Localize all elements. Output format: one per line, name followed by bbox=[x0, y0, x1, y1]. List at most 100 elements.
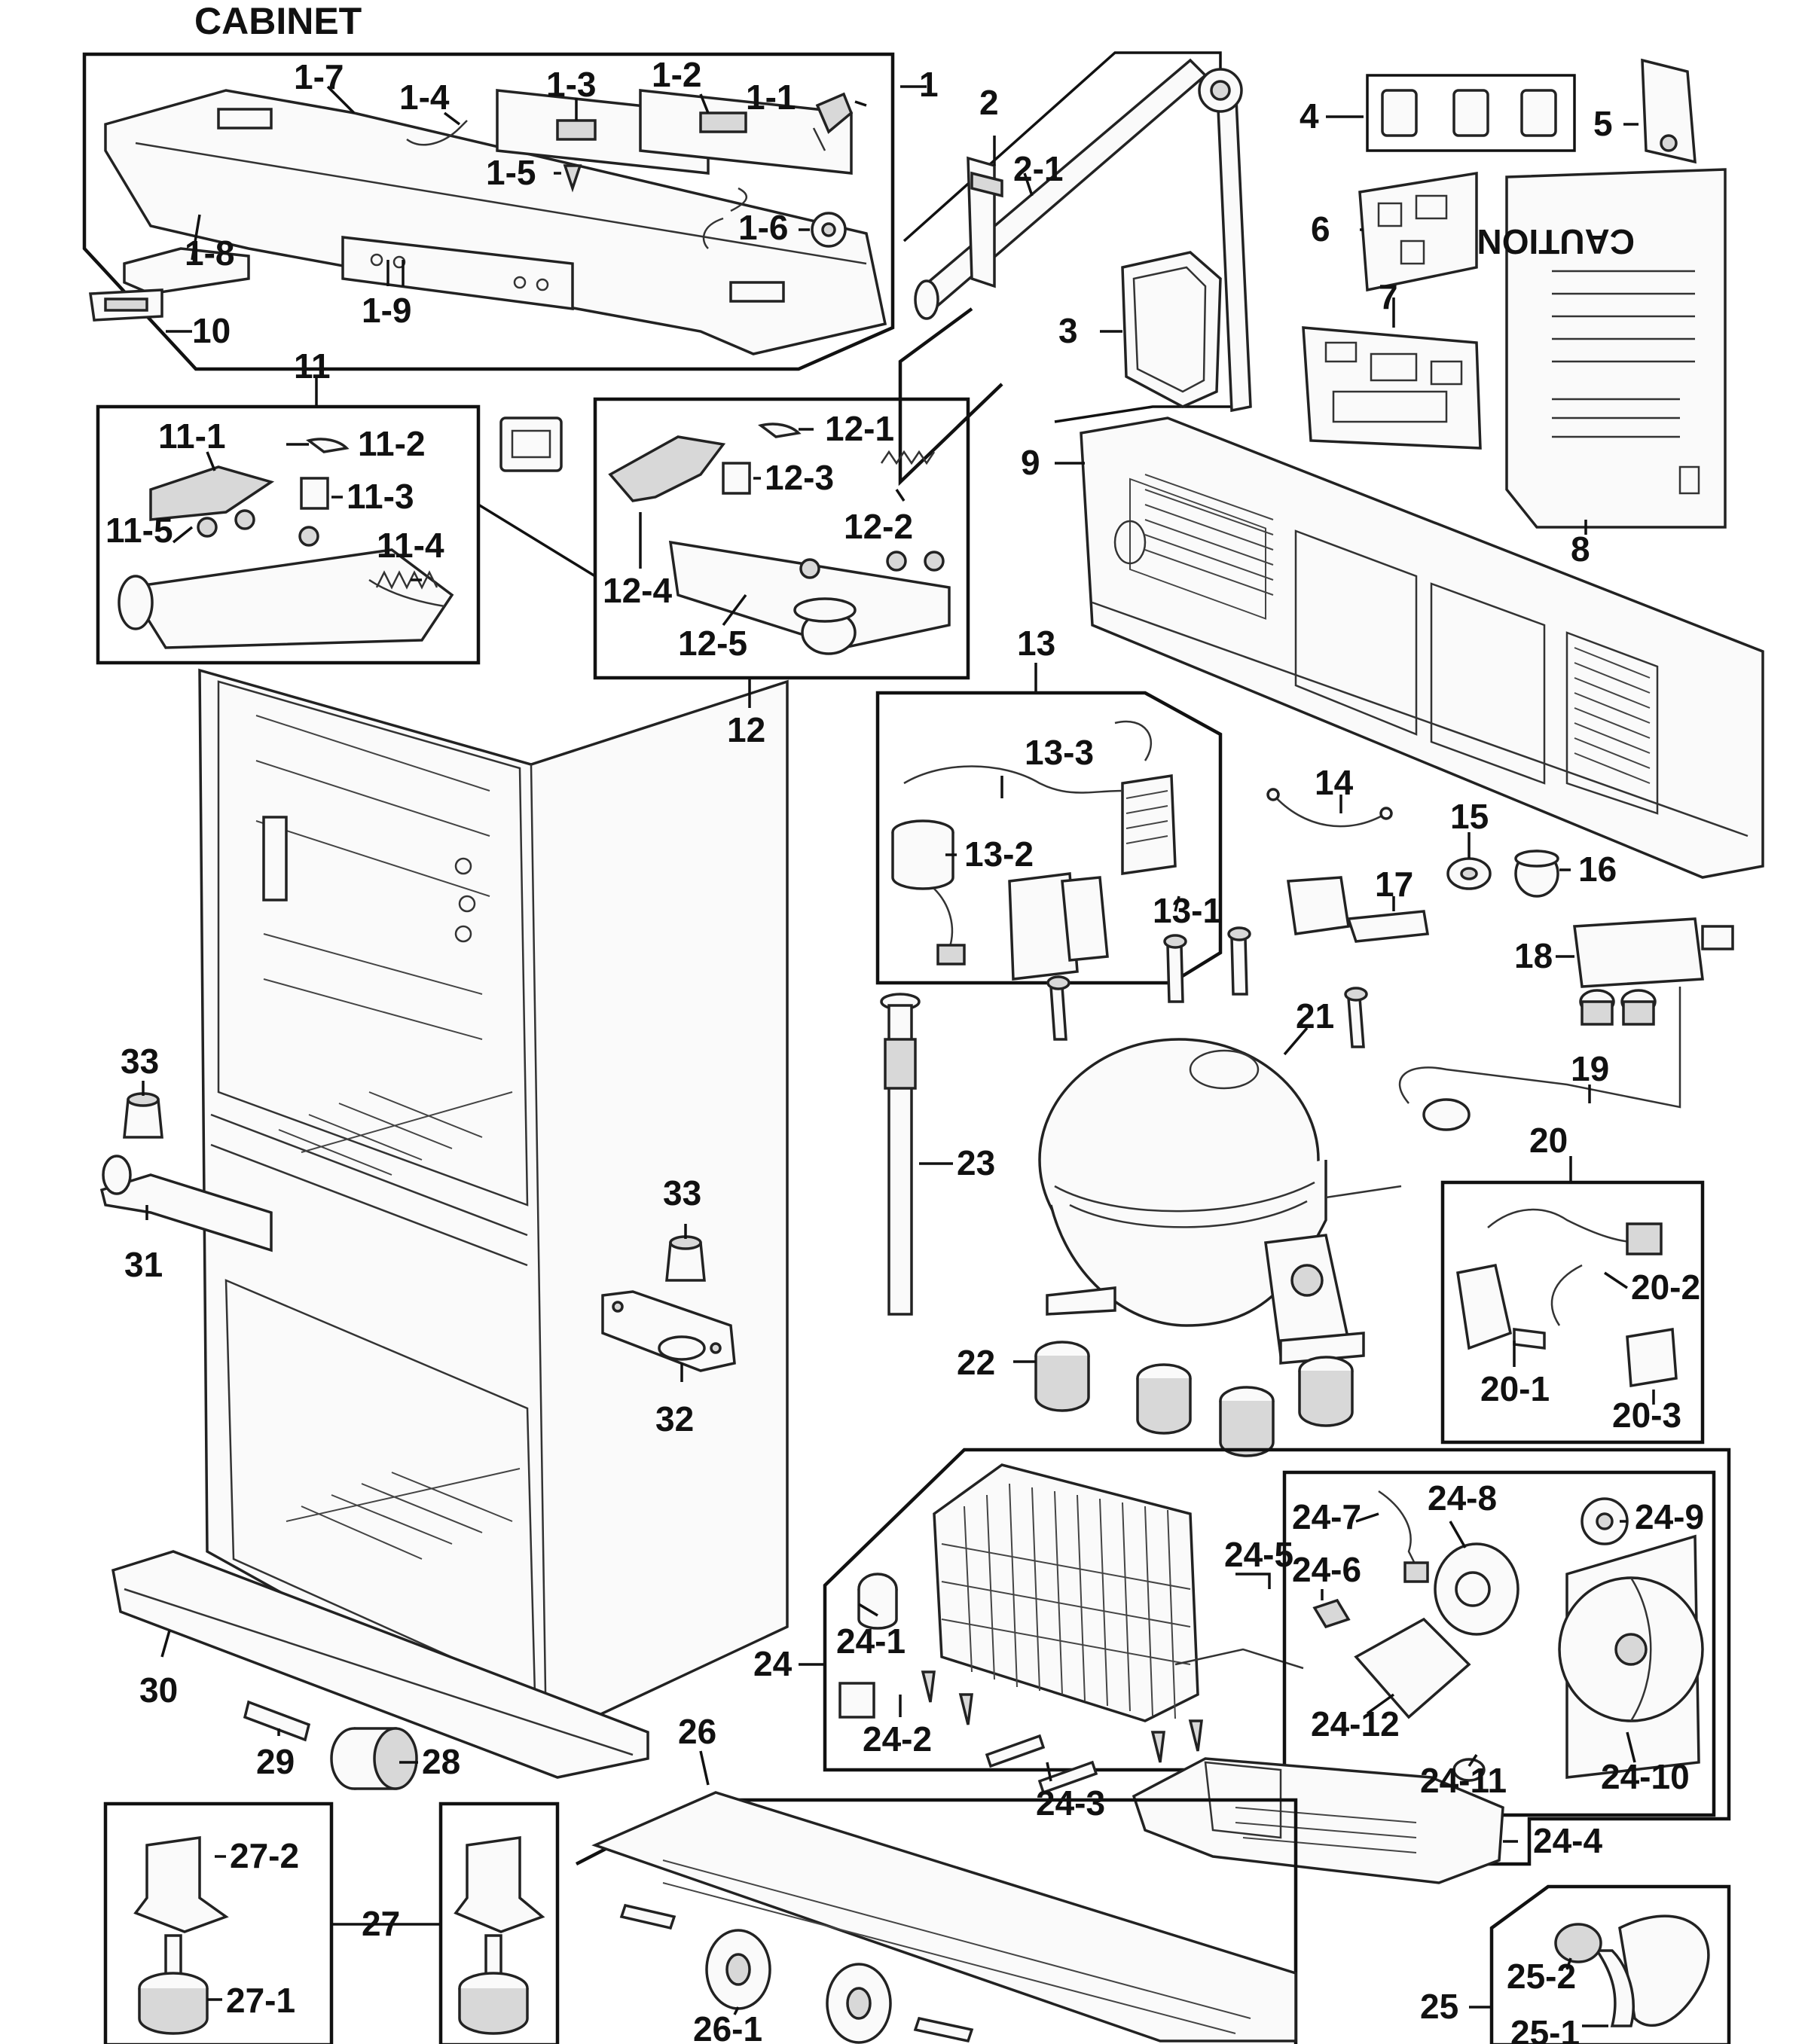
callout-31: 31 bbox=[124, 1245, 163, 1284]
callout-11-2: 11-2 bbox=[358, 424, 426, 463]
part-6-pcb bbox=[1358, 171, 1478, 292]
part-29-rod bbox=[243, 1700, 311, 1742]
callout-11-4: 11-4 bbox=[377, 526, 444, 565]
callout-11-5: 11-5 bbox=[105, 511, 173, 550]
callout-26: 26 bbox=[678, 1712, 716, 1751]
callout-24-7: 24-7 bbox=[1292, 1497, 1361, 1536]
part-24-4-tray bbox=[1132, 1757, 1504, 1884]
callout-25: 25 bbox=[1420, 1987, 1458, 2026]
group-20-box bbox=[1440, 1180, 1705, 1445]
part-30-base-rail bbox=[111, 1550, 649, 1779]
part-5-cover bbox=[1641, 58, 1697, 164]
callout-13-2: 13-2 bbox=[964, 834, 1034, 874]
callout-13: 13 bbox=[1017, 624, 1055, 663]
callout-20-1: 20-1 bbox=[1480, 1369, 1550, 1408]
part-3-frame bbox=[1121, 251, 1222, 408]
callout-29: 29 bbox=[256, 1742, 295, 1781]
leader-lines bbox=[142, 85, 1655, 2027]
part-28-roller bbox=[330, 1727, 418, 1790]
callout-24-9: 24-9 bbox=[1635, 1497, 1704, 1536]
callout-7: 7 bbox=[1379, 277, 1398, 316]
part-17-connector bbox=[1287, 876, 1430, 943]
part-7-pcb bbox=[1302, 326, 1482, 450]
part-10-badge bbox=[88, 288, 163, 322]
callout-labels: 1 1-1 1-2 1-3 1-4 1-5 1-6 1-7 1-8 1-9 2 … bbox=[105, 55, 1704, 2044]
callout-10: 10 bbox=[192, 311, 231, 350]
part-16-grommet bbox=[1514, 850, 1559, 898]
part-8-caution-panel: CAUTION bbox=[1477, 168, 1727, 529]
group-24-5-fan-box bbox=[1282, 1470, 1716, 1817]
callout-17: 17 bbox=[1375, 865, 1413, 904]
part-22-mounts bbox=[1034, 1341, 1354, 1457]
callout-1-6: 1-6 bbox=[738, 208, 788, 247]
callout-5: 5 bbox=[1593, 104, 1613, 143]
caution-text: CAUTION bbox=[1477, 222, 1635, 261]
group-1-top-frame bbox=[82, 52, 895, 371]
callout-27-2: 27-2 bbox=[230, 1836, 299, 1875]
callout-24-3: 24-3 bbox=[1036, 1783, 1105, 1823]
callout-12-2: 12-2 bbox=[844, 507, 913, 546]
callout-25-1: 25-1 bbox=[1510, 2013, 1580, 2044]
callout-32: 32 bbox=[655, 1399, 694, 1438]
callout-11: 11 bbox=[294, 346, 331, 386]
part-21-compressor bbox=[1038, 926, 1402, 1365]
callout-20-2: 20-2 bbox=[1631, 1268, 1700, 1307]
part-23-pipe bbox=[880, 993, 921, 1316]
callout-16: 16 bbox=[1578, 850, 1617, 889]
callout-24-6: 24-6 bbox=[1292, 1550, 1361, 1589]
part-32-bracket bbox=[601, 1290, 736, 1372]
callout-2: 2 bbox=[979, 83, 999, 122]
callout-2-1: 2-1 bbox=[1013, 149, 1063, 188]
group-13-box bbox=[875, 691, 1223, 985]
callout-1-7: 1-7 bbox=[294, 57, 344, 96]
part-badge-small bbox=[499, 416, 563, 472]
callout-33-right: 33 bbox=[663, 1173, 701, 1213]
callout-12-4: 12-4 bbox=[603, 571, 672, 610]
part-18-valve bbox=[1573, 917, 1734, 1026]
callout-8: 8 bbox=[1571, 529, 1590, 569]
group-27-legs bbox=[103, 1801, 560, 2044]
part-33-pin-right bbox=[665, 1235, 706, 1282]
callout-24-4: 24-4 bbox=[1533, 1821, 1602, 1860]
callout-1-8: 1-8 bbox=[185, 233, 234, 273]
callout-18: 18 bbox=[1514, 936, 1553, 975]
callout-24-1: 24-1 bbox=[836, 1621, 906, 1661]
callout-20-3: 20-3 bbox=[1612, 1396, 1681, 1435]
group-2-pipe-frame bbox=[898, 51, 1252, 487]
callout-15: 15 bbox=[1450, 797, 1489, 836]
callout-9: 9 bbox=[1021, 443, 1040, 482]
callout-19: 19 bbox=[1571, 1049, 1609, 1088]
part-33-pin-left bbox=[123, 1092, 163, 1139]
callout-24-12: 24-12 bbox=[1311, 1704, 1400, 1744]
cabinet-body bbox=[198, 668, 789, 1741]
group-12-hinge-box bbox=[593, 397, 970, 680]
callout-24-8: 24-8 bbox=[1428, 1478, 1497, 1518]
group-11-hinge-box bbox=[96, 404, 481, 665]
part-31-hinge bbox=[99, 1155, 273, 1252]
callout-12-5: 12-5 bbox=[678, 624, 747, 663]
group-25-fan-blade bbox=[1489, 1884, 1731, 2044]
callout-12: 12 bbox=[727, 710, 765, 749]
part-14-wire bbox=[1266, 788, 1393, 828]
callout-12-1: 12-1 bbox=[825, 409, 894, 448]
callout-14: 14 bbox=[1315, 763, 1354, 802]
callout-20: 20 bbox=[1529, 1121, 1568, 1160]
part-9-back-panel bbox=[1080, 416, 1764, 879]
callout-24: 24 bbox=[753, 1644, 793, 1683]
callout-6: 6 bbox=[1311, 209, 1330, 249]
callout-24-10: 24-10 bbox=[1601, 1757, 1690, 1796]
callout-30: 30 bbox=[139, 1670, 178, 1710]
callout-1-3: 1-3 bbox=[546, 65, 596, 104]
callout-23: 23 bbox=[957, 1143, 995, 1182]
callout-1: 1 bbox=[919, 65, 939, 104]
callout-11-3: 11-3 bbox=[347, 477, 414, 516]
part-4-clips bbox=[1366, 74, 1576, 152]
callout-24-2: 24-2 bbox=[863, 1719, 932, 1759]
part-19-tube bbox=[1398, 987, 1681, 1131]
callout-1-9: 1-9 bbox=[362, 291, 411, 330]
callout-26-1: 26-1 bbox=[693, 2009, 762, 2044]
callout-24-5: 24-5 bbox=[1224, 1535, 1293, 1574]
part-15-grommet bbox=[1446, 857, 1492, 890]
callout-28: 28 bbox=[422, 1742, 460, 1781]
